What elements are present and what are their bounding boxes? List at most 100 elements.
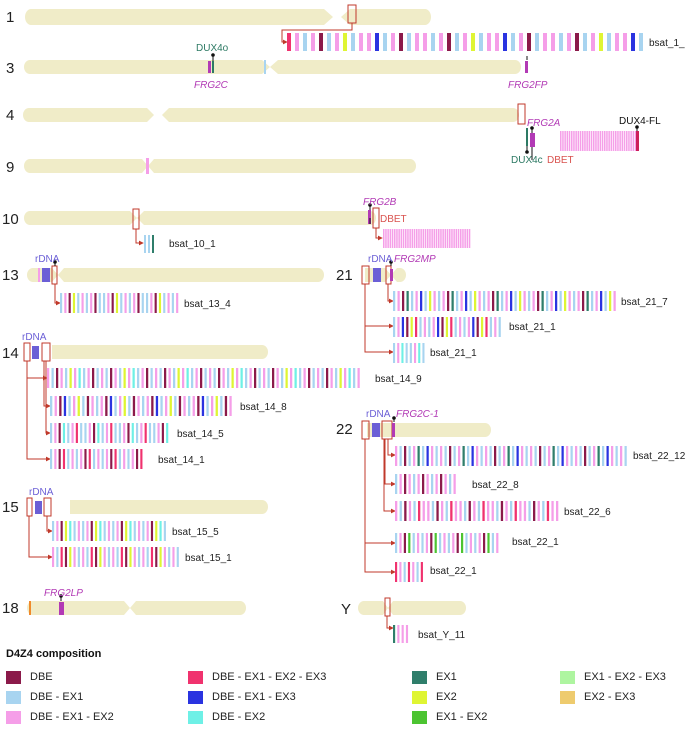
array-bsat-14-8-unit	[63, 396, 67, 416]
chromosome-Y-body	[358, 601, 466, 615]
frg2c-marker	[208, 61, 211, 73]
array-bsat-22-6-unit	[404, 501, 407, 521]
array-bsat-21-7-unit	[456, 291, 459, 311]
array-bsat-14-1-unit	[110, 449, 113, 469]
link-15-5	[46, 516, 53, 534]
array-bsat-22-12-unit	[570, 446, 573, 466]
array-bsat-1-1-unit	[311, 33, 315, 51]
array-bsat-21-1a-unit	[467, 317, 470, 337]
array-dux4-fl-unit	[573, 131, 575, 151]
array-dux4-fl-unit	[601, 131, 604, 151]
array-bsat-14-9-unit	[96, 368, 99, 388]
array-bsat-14-5-unit	[114, 423, 117, 443]
array-bsat-22-1a-unit	[395, 533, 398, 553]
link-15-1	[28, 516, 53, 560]
array-dux4-fl-unit	[597, 131, 599, 151]
array-bsat-22-12-unit	[615, 446, 618, 466]
array-label-bsat-13-4: bsat_13_4	[184, 299, 231, 310]
array-bsat-14-9-unit	[254, 368, 257, 388]
dux4-fl-end	[636, 131, 639, 151]
tick-frg2a-head	[530, 126, 534, 130]
bsat-marker-18	[29, 601, 31, 615]
array-dux4-fl-unit	[577, 131, 580, 151]
array-bsat-21-7-unit	[568, 291, 571, 311]
array-bsat-22-12-unit	[548, 446, 551, 466]
array-bsat-15-1-unit	[172, 547, 175, 567]
legend-item: EX2 - EX3	[560, 690, 635, 704]
array-bsat-15-5-unit	[82, 521, 85, 541]
array-bsat-14-8-unit	[128, 396, 131, 416]
array-bsat-22-6-unit	[454, 501, 458, 521]
legend-label: DBE - EX1	[30, 691, 84, 703]
array-label-bsat-14-9: bsat_14_9	[375, 374, 422, 385]
array-label-bsat-22-1b: bsat_22_1	[430, 566, 477, 577]
array-bsat-15-5-unit	[116, 521, 119, 541]
array-bsat-14-8-unit	[169, 396, 172, 416]
rdna-marker-15	[35, 501, 42, 514]
label-frg2c: FRG2C	[194, 80, 229, 91]
array-frg2b-dbet-unit	[409, 229, 411, 248]
legend-swatch	[188, 670, 203, 684]
array-frg2b-dbet-unit	[407, 229, 409, 248]
legend-swatch	[6, 670, 21, 684]
locus-box-4	[517, 103, 526, 125]
array-bsat-22-8-unit	[435, 474, 438, 494]
array-bsat-14-9-unit	[186, 368, 189, 388]
array-bsat-21-1a-unit	[401, 317, 404, 337]
tick-frg2mp-head	[389, 260, 393, 264]
label-dux4fl: DUX4-FL	[619, 116, 661, 127]
array-bsat-14-8-unit	[192, 396, 195, 416]
array-bsat-14-9-unit	[348, 368, 351, 388]
array-bsat-10-1-unit	[148, 235, 150, 253]
array-bsat-13-4-unit	[128, 293, 131, 313]
array-bsat-14-9-unit	[281, 368, 284, 388]
array-bsat-21-7-unit	[442, 291, 445, 311]
array-bsat-14-5-unit	[161, 423, 164, 443]
array-bsat-14-8-unit	[82, 396, 85, 416]
array-bsat-14-8-unit	[197, 396, 200, 416]
legend-label: EX1 - EX2 - EX3	[584, 671, 666, 683]
array-bsat-14-9-unit	[285, 368, 288, 388]
array-dux4-fl-unit	[568, 131, 571, 151]
array-bsat-13-4-unit	[60, 293, 63, 313]
array-bsat-21-1b-unit	[405, 343, 408, 363]
array-bsat-14-9-unit	[83, 368, 86, 388]
array-frg2b-dbet-unit	[449, 229, 451, 248]
array-bsat-1-1-unit	[303, 33, 307, 51]
array-bsat-15-1-unit	[159, 547, 162, 567]
array-bsat-22-6-unit	[427, 501, 430, 521]
array-bsat-22-1a-unit	[399, 533, 402, 553]
array-frg2b-dbet-unit	[451, 229, 453, 248]
array-bsat-22-8-unit	[399, 474, 402, 494]
array-bsat-22-6-unit	[533, 501, 536, 521]
array-bsat-22-1a-unit	[412, 533, 415, 553]
array-bsat-1-1-unit	[383, 33, 387, 51]
array-bsat-15-5-unit	[95, 521, 98, 541]
array-bsat-22-8-unit	[440, 474, 443, 494]
legend-swatch	[412, 670, 427, 684]
array-bsat-22-12-unit	[413, 446, 416, 466]
array-bsat-14-9-unit	[92, 368, 95, 388]
legend-item: EX1 - EX2	[412, 710, 487, 724]
array-bsat-10-1-unit	[152, 235, 154, 253]
legend-swatch	[560, 690, 575, 704]
legend-swatch	[412, 690, 427, 704]
array-bsat-21-7-unit	[582, 291, 585, 311]
chromosome-1-q-arm	[341, 9, 431, 25]
array-bsat-14-8-unit	[119, 396, 122, 416]
tick-dux4fl-head	[635, 125, 639, 129]
array-bsat-14-9-unit	[74, 368, 77, 388]
array-bsat-14-9-unit	[249, 368, 252, 388]
array-bsat-14-9-unit	[51, 368, 54, 388]
array-bsat-1-1-unit	[375, 33, 379, 51]
locus-box-14-a	[23, 342, 31, 362]
bsat-marker-3	[264, 60, 266, 74]
array-bsat-14-9-unit	[357, 368, 360, 388]
array-bsat-14-5-unit	[71, 423, 74, 443]
array-frg2b-dbet-unit	[422, 229, 425, 248]
chromosome-1-p-arm	[25, 9, 333, 25]
array-bsat-22-6-unit	[468, 501, 471, 521]
array-bsat-14-9-unit	[317, 368, 320, 388]
array-bsat-21-7-unit	[415, 291, 418, 311]
array-bsat-21-1b-unit	[409, 343, 412, 363]
